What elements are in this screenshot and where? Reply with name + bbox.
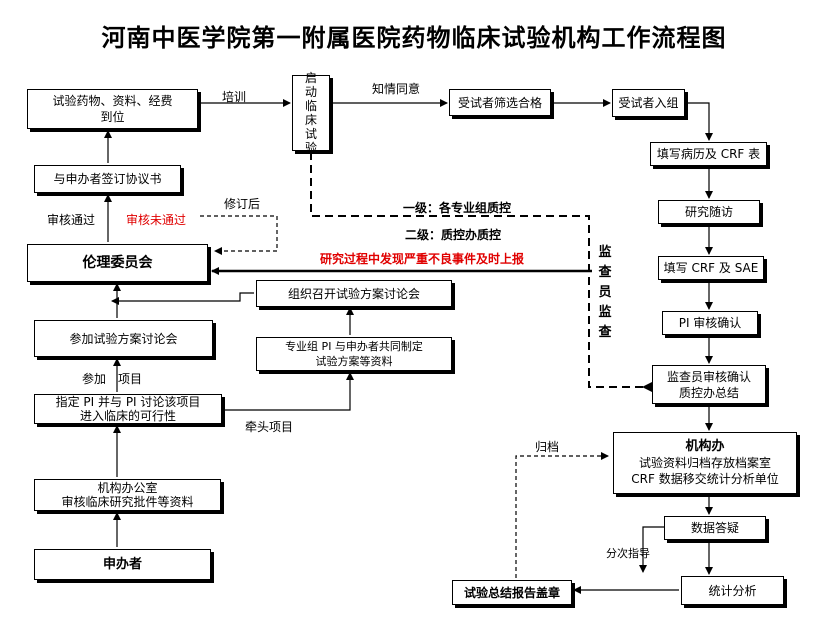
training-label: 培训	[222, 90, 247, 104]
lead-project-label: 牵头项目	[245, 420, 294, 434]
institution-line2: CRF 数据移交统计分析单位	[631, 472, 779, 486]
arrow-lead-project	[222, 372, 354, 411]
pi-sponsor-design-label: 专业组 PI 与申办者共同制定试验方案等资料	[285, 340, 423, 368]
page-title: 河南中医学院第一附属医院药物临床试验机构工作流程图	[101, 24, 727, 52]
sponsor-box: 申办者	[34, 549, 211, 580]
data-answer-box: 数据答疑	[664, 516, 766, 540]
review-failed-label: 审核未通过	[126, 213, 187, 227]
start-trial-char: 启	[304, 71, 317, 85]
start-trial-box: 启 动 临 床 试 验	[292, 71, 330, 155]
institution-line1: 试验资料归档存放档案室	[638, 456, 771, 470]
sae-report-label: 研究过程中发现严重不良事件及时上报	[320, 252, 525, 266]
monitor-vertical-char: 监	[598, 245, 612, 260]
dashed-arrowhead	[642, 382, 652, 392]
office-review-box: 机构办公室 审核临床研究批件等资料	[34, 479, 221, 511]
arrow-meeting-to-ethics	[111, 292, 254, 305]
start-trial-char: 床	[304, 113, 317, 127]
dashed-revision-loop	[200, 215, 278, 255]
office-review-title: 机构办公室	[97, 481, 158, 495]
join-discussion-box: 参加试验方案讨论会	[34, 320, 213, 357]
stat-analysis-box: 统计分析	[681, 576, 784, 605]
fill-records-label: 填写病历及 CRF 表	[656, 147, 761, 161]
monitor-vertical-label: 监 查 员 监 查	[597, 243, 613, 343]
arrow-batch-guidance	[639, 526, 664, 573]
qc-level2-label: 二级：质控办质控	[405, 228, 502, 242]
fill-crf-sae-box: 填写 CRF 及 SAE	[658, 256, 764, 280]
start-trial-char: 试	[304, 127, 317, 141]
arrow-enroll-to-records	[686, 102, 713, 141]
fill-crf-sae-label: 填写 CRF 及 SAE	[663, 261, 759, 275]
pi-sponsor-design-box: 专业组 PI 与申办者共同制定试验方案等资料	[256, 337, 452, 371]
organize-meeting-box: 组织召开试验方案讨论会	[256, 280, 452, 307]
start-trial-char: 临	[304, 99, 317, 113]
follow-up-label: 研究随访	[684, 205, 733, 219]
archive-label: 归档	[535, 440, 560, 454]
screening-label: 受试者筛选合格	[457, 95, 542, 110]
project-label: 项目	[118, 372, 143, 386]
drugs-docs-label: 试验药物、资料、经费到位	[52, 94, 173, 124]
monitor-review-label: 监查员审核确认质控办总结	[666, 369, 751, 400]
batch-guidance-label: 分次指导	[606, 547, 650, 560]
ethics-box: 伦理委员会	[27, 244, 208, 282]
informed-consent-label: 知情同意	[372, 82, 421, 96]
review-passed-label: 审核通过	[47, 213, 96, 227]
follow-up-box: 研究随访	[658, 200, 760, 224]
participate-label: 参加	[82, 372, 107, 386]
fill-records-box: 填写病历及 CRF 表	[650, 142, 767, 166]
dashed-quality-control-path	[310, 152, 650, 388]
ethics-label: 伦理委员会	[82, 255, 153, 271]
organize-meeting-label: 组织召开试验方案讨论会	[287, 286, 420, 301]
institution-box: 机构办 试验资料归档存放档案室 CRF 数据移交统计分析单位	[613, 432, 797, 494]
dashed-archive-path	[515, 452, 609, 578]
start-trial-char: 动	[304, 85, 317, 99]
sponsor-label: 申办者	[102, 556, 142, 572]
pi-review-box: PI 审核确认	[662, 311, 758, 335]
office-review-body: 审核临床研究批件等资料	[61, 495, 194, 509]
sign-agreement-box: 与申办者签订协议书	[34, 165, 181, 193]
after-revision-label: 修订后	[224, 197, 261, 211]
pi-review-label: PI 审核确认	[678, 316, 742, 330]
final-report-label: 试验总结报告盖章	[463, 585, 560, 600]
enrollment-box: 受试者入组	[612, 89, 685, 117]
stat-analysis-label: 统计分析	[708, 583, 757, 598]
drugs-docs-box: 试验药物、资料、经费到位	[27, 89, 198, 129]
enrollment-label: 受试者入组	[618, 96, 679, 110]
monitor-vertical-char: 监	[598, 305, 612, 320]
sign-agreement-label: 与申办者签订协议书	[53, 172, 162, 186]
final-report-box: 试验总结报告盖章	[452, 580, 572, 605]
institution-title: 机构办	[685, 439, 725, 454]
monitor-vertical-char: 员	[598, 285, 612, 300]
data-answer-label: 数据答疑	[690, 521, 739, 535]
screening-box: 受试者筛选合格	[449, 89, 551, 116]
designate-pi-box: 指定 PI 并与 PI 讨论该项目进入临床的可行性	[34, 394, 222, 424]
monitor-vertical-char: 查	[598, 325, 612, 340]
monitor-vertical-char: 查	[598, 265, 612, 280]
monitor-review-box: 监查员审核确认质控办总结	[652, 365, 766, 404]
designate-pi-label: 指定 PI 并与 PI 讨论该项目进入临床的可行性	[55, 395, 201, 423]
start-trial-char: 验	[304, 141, 317, 155]
qc-level1-label: 一级：各专业组质控	[403, 201, 512, 215]
join-discussion-label: 参加试验方案讨论会	[69, 331, 178, 346]
